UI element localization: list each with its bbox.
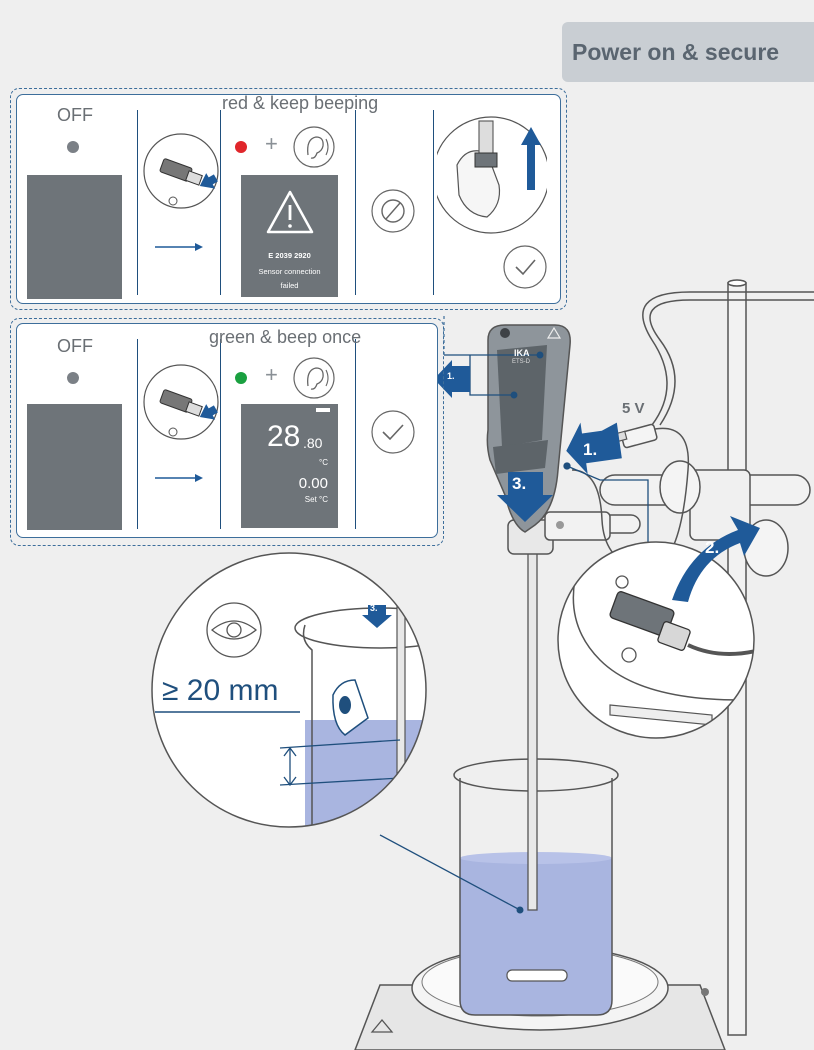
divider <box>433 110 434 295</box>
prohibited-icon <box>369 187 417 235</box>
status-label: red & keep beeping <box>222 93 378 114</box>
immersion-depth-label: ≥ 20 mm <box>162 674 278 708</box>
divider <box>355 339 356 529</box>
eye-icon <box>207 603 261 657</box>
red-led-icon <box>235 141 247 153</box>
voltage-label: 5 V <box>622 400 645 417</box>
battery-icon <box>316 408 330 412</box>
temperature-decimals: .80 <box>303 435 322 451</box>
error-state-panel: OFF red & keep beeping + <box>16 94 561 304</box>
ear-icon <box>292 125 336 169</box>
section-title: Power on & secure <box>562 22 814 82</box>
off-display <box>27 175 122 299</box>
connector-thumbnail <box>143 352 219 452</box>
device-model: ETS-D <box>512 359 530 365</box>
checkmark-icon <box>369 408 417 456</box>
divider <box>355 110 356 295</box>
warning-icon <box>265 189 315 235</box>
temperature-unit: °C <box>319 458 328 467</box>
divider <box>137 339 138 529</box>
error-code: E 2039 2920 <box>241 251 338 260</box>
tighten-connector-illustration <box>437 105 547 295</box>
temperature-main: 28 <box>267 420 300 454</box>
step3-label: 3. <box>512 474 526 494</box>
off-led-icon <box>67 141 79 153</box>
small-step3-label: 3. <box>370 603 378 613</box>
panel-link-step-label: 1. <box>447 371 455 381</box>
error-message-line2: failed <box>241 281 338 290</box>
off-label: OFF <box>57 336 93 357</box>
off-display <box>27 404 122 530</box>
right-arrow-icon <box>155 472 205 484</box>
off-label: OFF <box>57 105 93 126</box>
plus-sign: + <box>265 131 278 157</box>
ok-state-panel: OFF green & beep once + 28 .80 °C 0.00 <box>16 323 438 538</box>
green-led-icon <box>235 372 247 384</box>
connector-thumbnail <box>143 121 219 221</box>
divider <box>220 110 221 295</box>
off-led-icon <box>67 372 79 384</box>
set-value: 0.00 <box>299 475 328 492</box>
temperature-display: 28 .80 °C 0.00 Set °C <box>241 404 338 528</box>
divider <box>220 339 221 529</box>
error-message-line1: Sensor connection <box>241 267 338 276</box>
ear-icon <box>292 356 336 400</box>
divider <box>137 110 138 295</box>
device-brand: IKA <box>514 348 530 358</box>
plus-sign: + <box>265 362 278 388</box>
right-arrow-icon <box>155 241 205 253</box>
step2-label: 2. <box>705 538 719 558</box>
status-label: green & beep once <box>209 327 361 348</box>
set-label: Set °C <box>305 495 328 504</box>
step1-label: 1. <box>583 440 597 460</box>
error-display: E 2039 2920 Sensor connection failed <box>241 175 338 297</box>
